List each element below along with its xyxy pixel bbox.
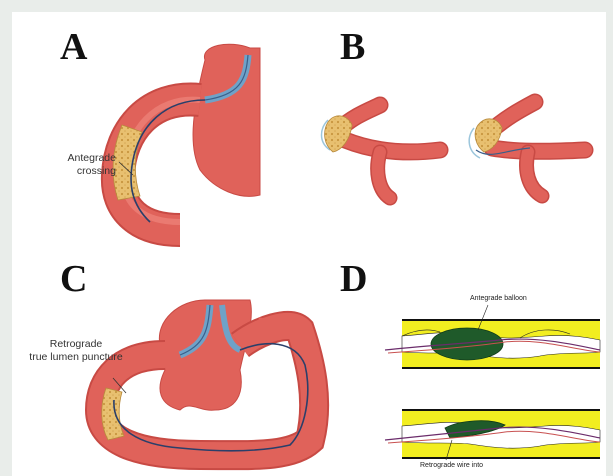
panel-c-label: Retrograde true lumen puncture [26, 338, 126, 364]
panel-a-aorta [193, 44, 260, 196]
panel-c-plaque [102, 388, 124, 440]
panel-c-label-line2: true lumen puncture [26, 351, 126, 364]
panel-a-illustration [113, 44, 260, 230]
panel-d-bottom-label: Retrograde wire into [420, 462, 483, 470]
panel-c-illustration [100, 300, 314, 455]
panel-c-label-line1: Retrograde [26, 338, 126, 351]
panel-c-side-branch [258, 318, 262, 338]
panel-b-illustration-right [469, 102, 585, 196]
panel-a-label-line2: crossing [34, 165, 116, 178]
panel-c-letter: C [60, 260, 87, 298]
panel-a-label-line1: Antegrade [34, 152, 116, 165]
panel-a-letter: A [60, 28, 87, 66]
panel-d-top-diagram [385, 305, 600, 368]
panel-d-top-label: Antegrade balloon [470, 295, 527, 303]
panel-b-illustration-left [322, 105, 441, 198]
panel-b-letter: B [340, 28, 365, 66]
panel-a-label: Antegrade crossing [34, 152, 116, 178]
panel-d-letter: D [340, 260, 367, 298]
panel-d-bottom-diagram [385, 410, 600, 460]
